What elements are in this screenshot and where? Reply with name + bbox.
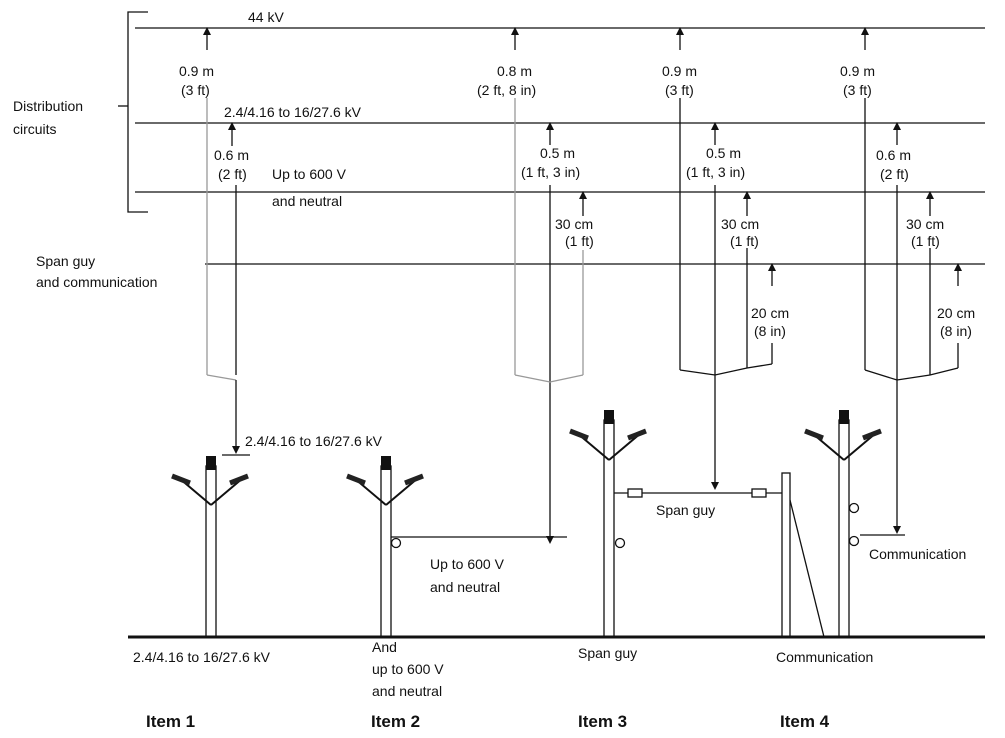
item2-wire-label-2: and neutral bbox=[430, 579, 500, 595]
pole-item1 bbox=[171, 454, 250, 638]
item4-clearance-mid-2: (2 ft) bbox=[880, 166, 909, 182]
item1-ground-label: 2.4/4.16 to 16/27.6 kV bbox=[133, 649, 271, 665]
label-distribution-voltage: 2.4/4.16 to 16/27.6 kV bbox=[224, 104, 362, 120]
item-title-1: Item 1 bbox=[146, 712, 195, 731]
item3-clearance-sub-1: 20 cm bbox=[751, 305, 789, 321]
item1-wire-label: 2.4/4.16 to 16/27.6 kV bbox=[245, 433, 383, 449]
item4-wire-label: Communication bbox=[869, 546, 966, 562]
item2-clearance-low-2: (1 ft) bbox=[565, 233, 594, 249]
item2-clearance-mid-2: (1 ft, 3 in) bbox=[521, 164, 580, 180]
item2-clearance-low-1: 30 cm bbox=[555, 216, 593, 232]
item-title-3: Item 3 bbox=[578, 712, 627, 731]
item3-clearance-low-2: (1 ft) bbox=[730, 233, 759, 249]
item2-wire-label-1: Up to 600 V bbox=[430, 556, 505, 572]
pole-item2 bbox=[346, 456, 567, 638]
item4-clearance-low-1: 30 cm bbox=[906, 216, 944, 232]
item4-ground-label: Communication bbox=[776, 649, 873, 665]
item4-clearance-sub-2: (8 in) bbox=[940, 323, 972, 339]
item2-clearance-top-2: (2 ft, 8 in) bbox=[477, 82, 536, 98]
item1-clearance-mid-2: (2 ft) bbox=[218, 166, 247, 182]
label-span-guy-left-1: Span guy bbox=[36, 253, 95, 269]
item1-clearance-top-1: 0.9 m bbox=[179, 63, 214, 79]
item4-clearance-sub-1: 20 cm bbox=[937, 305, 975, 321]
item2-clearance-top-1: 0.8 m bbox=[497, 63, 532, 79]
item2-ground-label-2: up to 600 V bbox=[372, 661, 444, 677]
item3-clearance-top-1: 0.9 m bbox=[662, 63, 697, 79]
item3-connector bbox=[676, 27, 776, 490]
item2-clearance-mid-1: 0.5 m bbox=[540, 145, 575, 161]
item4-clearance-mid-1: 0.6 m bbox=[876, 147, 911, 163]
item1-clearance-mid-1: 0.6 m bbox=[214, 147, 249, 163]
distribution-bracket bbox=[118, 11, 148, 213]
item3-clearance-mid-1: 0.5 m bbox=[706, 145, 741, 161]
item3-ground-label: Span guy bbox=[578, 645, 637, 661]
item4-connector bbox=[861, 27, 962, 534]
item3-clearance-mid-2: (1 ft, 3 in) bbox=[686, 164, 745, 180]
item2-ground-label-1: And bbox=[372, 639, 397, 655]
item2-ground-label-3: and neutral bbox=[372, 683, 442, 699]
item-title-4: Item 4 bbox=[780, 712, 830, 731]
pole-item4 bbox=[804, 410, 905, 638]
item1-connector bbox=[203, 27, 240, 454]
item1-clearance-top-2: (3 ft) bbox=[181, 82, 210, 98]
item4-clearance-top-1: 0.9 m bbox=[840, 63, 875, 79]
item4-clearance-top-2: (3 ft) bbox=[843, 82, 872, 98]
item3-clearance-low-1: 30 cm bbox=[721, 216, 759, 232]
item-title-2: Item 2 bbox=[371, 712, 420, 731]
label-low-voltage-2: and neutral bbox=[272, 193, 342, 209]
pole-item3 bbox=[569, 410, 825, 638]
label-distribution-circuits-2: circuits bbox=[13, 121, 57, 137]
item3-clearance-top-2: (3 ft) bbox=[665, 82, 694, 98]
item2-connector bbox=[511, 27, 587, 544]
label-distribution-circuits-1: Distribution bbox=[13, 98, 83, 114]
label-span-guy-left-2: and communication bbox=[36, 274, 157, 290]
label-low-voltage-1: Up to 600 V bbox=[272, 166, 347, 182]
item3-wire-label: Span guy bbox=[656, 502, 715, 518]
item3-clearance-sub-2: (8 in) bbox=[754, 323, 786, 339]
label-44kv: 44 kV bbox=[248, 9, 284, 25]
item4-clearance-low-2: (1 ft) bbox=[911, 233, 940, 249]
